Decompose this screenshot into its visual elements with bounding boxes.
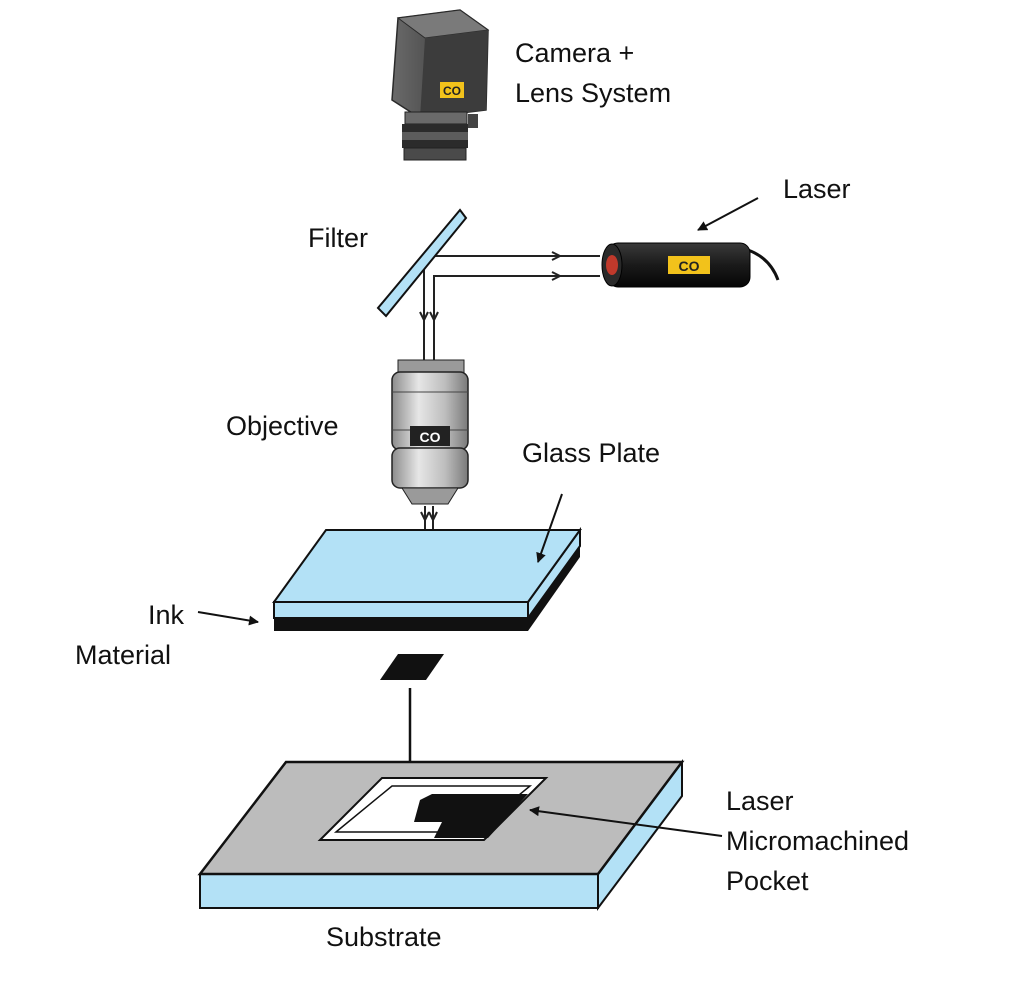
substrate bbox=[197, 759, 685, 911]
label-pocket-line3: Pocket bbox=[726, 866, 809, 896]
label-objective: Objective bbox=[226, 411, 339, 441]
camera-logo-badge bbox=[440, 82, 464, 98]
leader-arrows bbox=[197, 197, 759, 837]
label-laser: Laser bbox=[783, 174, 851, 204]
laser-logo-badge bbox=[668, 256, 710, 274]
camera-logo-text: CO bbox=[443, 84, 461, 98]
label-camera-line1: Camera + bbox=[515, 38, 634, 68]
label-camera-line2: Lens System bbox=[515, 78, 671, 108]
label-substrate: Substrate bbox=[326, 922, 442, 952]
label-pocket-line2: Micromachined bbox=[726, 826, 909, 856]
filter-mirror bbox=[376, 208, 468, 318]
laser-logo-text: CO bbox=[679, 258, 700, 274]
labels: Camera + Lens System Laser Filter Object… bbox=[75, 38, 909, 952]
label-ink-line2: Material bbox=[75, 640, 171, 670]
camera-lens-system: CO bbox=[391, 9, 490, 161]
laser-unit: CO bbox=[601, 242, 780, 288]
ink-flake bbox=[380, 654, 444, 680]
glass-plate bbox=[272, 526, 582, 631]
label-pocket-line1: Laser bbox=[726, 786, 794, 816]
label-glass-plate: Glass Plate bbox=[522, 438, 660, 468]
objective-logo-badge bbox=[410, 426, 450, 446]
label-filter: Filter bbox=[308, 223, 368, 253]
objective-logo-text: CO bbox=[420, 429, 441, 445]
label-ink-line1: Ink bbox=[148, 600, 185, 630]
laser-beam bbox=[419, 251, 600, 360]
objective-lens: CO bbox=[391, 359, 469, 505]
